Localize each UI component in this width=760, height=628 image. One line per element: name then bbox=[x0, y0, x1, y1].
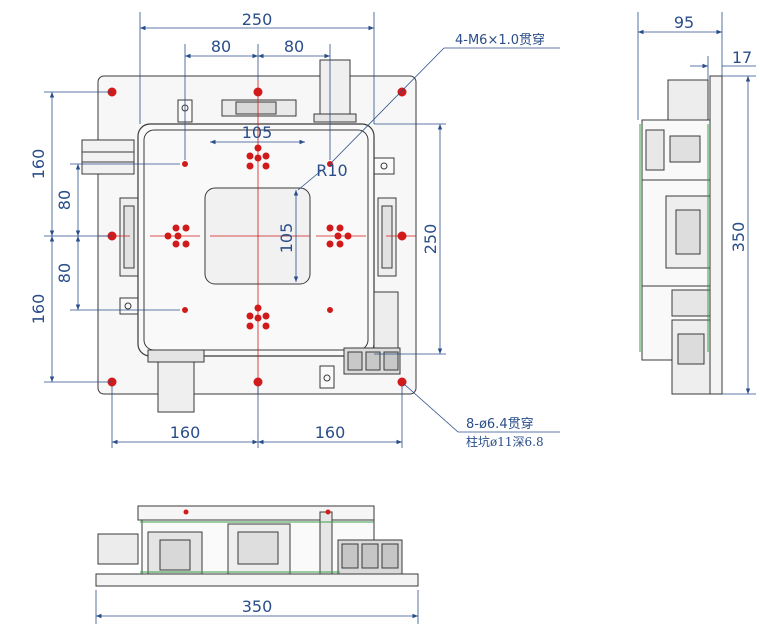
hole-cluster-left bbox=[164, 224, 190, 248]
front-base-plate bbox=[95, 573, 419, 587]
dim-160-lower: 160 bbox=[29, 294, 48, 325]
dim-17: 17 bbox=[732, 48, 752, 67]
dim-250-right: 250 bbox=[421, 224, 440, 255]
thread-hole bbox=[182, 161, 188, 167]
dim-95: 95 bbox=[674, 13, 694, 32]
hole-cluster-bottom bbox=[246, 304, 270, 330]
dim-r10: R10 bbox=[316, 161, 347, 180]
front-view bbox=[95, 505, 419, 587]
top-view-holes bbox=[107, 87, 407, 387]
top-view-dimension-labels: 250 80 80 105 105 R10 160 80 80 160 250 … bbox=[29, 10, 545, 449]
side-base-plate bbox=[709, 75, 723, 395]
mount-hole bbox=[253, 87, 263, 97]
bottom-motor bbox=[157, 361, 195, 413]
hole-cluster-right bbox=[326, 224, 352, 248]
side-view-dimension-labels: 95 17 350 bbox=[674, 13, 752, 252]
side-view bbox=[641, 75, 723, 395]
thread-hole bbox=[327, 307, 333, 313]
thread-hole bbox=[182, 307, 188, 313]
mount-hole bbox=[253, 377, 263, 387]
top-view bbox=[81, 59, 417, 413]
mount-hole bbox=[397, 87, 407, 97]
top-motor bbox=[319, 59, 351, 119]
dim-105: 105 bbox=[242, 123, 273, 142]
dim-105-vertical: 105 bbox=[277, 223, 296, 254]
hole-cluster-top bbox=[246, 144, 270, 170]
dim-160-bottom-right: 160 bbox=[315, 423, 346, 442]
thread-hole-note: 4-M6×1.0贯穿 bbox=[455, 32, 545, 48]
dim-160-bottom-left: 160 bbox=[170, 423, 201, 442]
dim-80-right: 80 bbox=[284, 37, 304, 56]
top-view-dimensions bbox=[44, 12, 560, 448]
front-view-accents bbox=[140, 521, 374, 573]
mount-hole bbox=[397, 231, 407, 241]
dim-350-side: 350 bbox=[729, 222, 748, 253]
front-view-dimensions bbox=[95, 590, 419, 624]
dim-80-left: 80 bbox=[211, 37, 231, 56]
front-view-holes bbox=[183, 509, 331, 515]
through-hole-note: 8-ø6.4贯穿 bbox=[466, 416, 534, 432]
counterbore-note: 柱坑ø11深6.8 bbox=[466, 434, 544, 449]
left-motor bbox=[81, 139, 135, 175]
dim-160-upper: 160 bbox=[29, 149, 48, 180]
side-view-dimensions bbox=[637, 12, 756, 395]
dim-350-bottom: 350 bbox=[242, 597, 273, 616]
dim-80-lower: 80 bbox=[55, 263, 74, 283]
side-view-accents bbox=[639, 124, 709, 352]
dim-80-upper: 80 bbox=[55, 190, 74, 210]
dim-250-top: 250 bbox=[242, 10, 273, 29]
